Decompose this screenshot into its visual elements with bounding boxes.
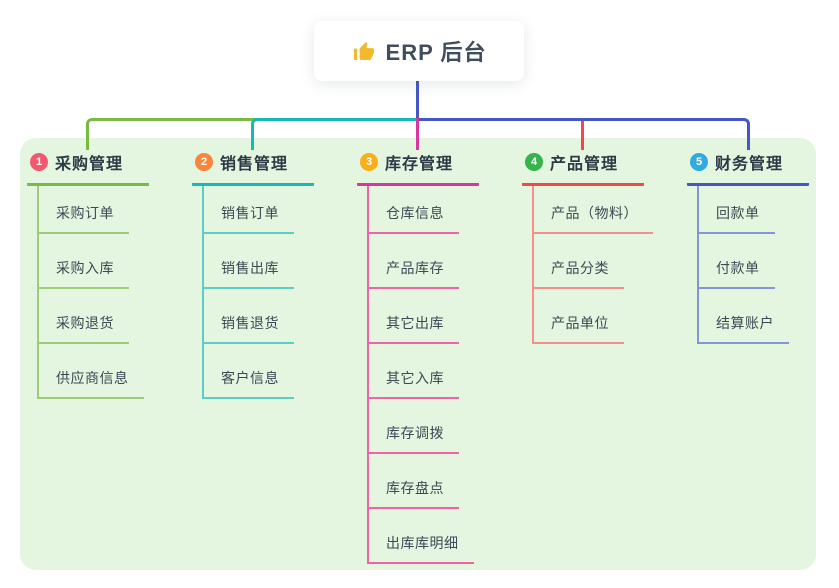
thumbs-up-icon	[352, 39, 376, 63]
tree-row: 库存调拨	[369, 399, 474, 454]
branch-4-title: 产品管理	[550, 156, 619, 173]
root-title: ERP 后台	[385, 40, 487, 65]
branch-4-children: 产品（物料） 产品分类 产品单位	[532, 186, 653, 344]
tree-row: 客户信息	[204, 344, 294, 399]
connector-branch-4	[581, 121, 584, 150]
root-connector	[416, 81, 419, 119]
node-other-inbound[interactable]: 其它入库	[369, 368, 459, 399]
branch-1-header[interactable]: 1 采购管理	[27, 146, 150, 186]
branch-1-title: 采购管理	[55, 156, 124, 173]
node-warehouse-info[interactable]: 仓库信息	[369, 203, 459, 234]
branch-5-title: 财务管理	[715, 156, 784, 173]
branches-background-panel	[20, 138, 816, 570]
node-customer-info[interactable]: 客户信息	[204, 368, 294, 399]
branch-sales: 2 销售管理 销售订单 销售出库 销售退货 客户信息	[192, 146, 362, 399]
tree-row: 仓库信息	[369, 186, 474, 234]
node-product-stock[interactable]: 产品库存	[369, 258, 459, 289]
branch-3-children: 仓库信息 产品库存 其它出库 其它入库 库存调拨 库存盘点 出库库明细	[367, 186, 474, 564]
tree-row: 供应商信息	[39, 344, 144, 399]
node-product-unit[interactable]: 产品单位	[534, 313, 624, 344]
tree-row: 产品分类	[534, 234, 653, 289]
tree-row: 出库库明细	[369, 509, 474, 564]
branch-3-number-badge: 3	[360, 153, 378, 171]
branch-4-number-badge: 4	[525, 153, 543, 171]
node-receipt-doc[interactable]: 回款单	[699, 203, 775, 234]
node-purchase-order[interactable]: 采购订单	[39, 203, 129, 234]
tree-row: 其它入库	[369, 344, 474, 399]
tree-row: 其它出库	[369, 289, 474, 344]
branch-2-children: 销售订单 销售出库 销售退货 客户信息	[202, 186, 294, 399]
tree-row: 产品单位	[534, 289, 653, 344]
tree-row: 销售退货	[204, 289, 294, 344]
branch-2-header[interactable]: 2 销售管理	[192, 146, 315, 186]
branch-5-children: 回款单 付款单 结算账户	[697, 186, 789, 344]
tree-row: 结算账户	[699, 289, 789, 344]
node-settlement-account[interactable]: 结算账户	[699, 313, 789, 344]
connector-branch-3	[416, 118, 419, 150]
node-other-outbound[interactable]: 其它出库	[369, 313, 459, 344]
connector-branch-2	[251, 118, 419, 150]
tree-row: 销售出库	[204, 234, 294, 289]
tree-row: 采购入库	[39, 234, 144, 289]
node-sales-return[interactable]: 销售退货	[204, 313, 294, 344]
branch-inventory: 3 库存管理 仓库信息 产品库存 其它出库 其它入库 库存调拨 库存盘点 出库库…	[357, 146, 527, 564]
tree-row: 库存盘点	[369, 454, 474, 509]
node-payment-doc[interactable]: 付款单	[699, 258, 775, 289]
tree-row: 采购订单	[39, 186, 144, 234]
branch-2-number-badge: 2	[195, 153, 213, 171]
tree-row: 销售订单	[204, 186, 294, 234]
branch-1-children: 采购订单 采购入库 采购退货 供应商信息	[37, 186, 144, 399]
node-purchase-return[interactable]: 采购退货	[39, 313, 129, 344]
branch-finance: 5 财务管理 回款单 付款单 结算账户	[687, 146, 839, 344]
node-product-material[interactable]: 产品（物料）	[534, 203, 653, 234]
root-node[interactable]: ERP 后台	[314, 21, 524, 81]
node-product-category[interactable]: 产品分类	[534, 258, 624, 289]
node-sales-order[interactable]: 销售订单	[204, 203, 294, 234]
branch-5-number-badge: 5	[690, 153, 708, 171]
branch-1-number-badge: 1	[30, 153, 48, 171]
node-purchase-inbound[interactable]: 采购入库	[39, 258, 129, 289]
branch-3-title: 库存管理	[385, 156, 454, 173]
branch-purchase: 1 采购管理 采购订单 采购入库 采购退货 供应商信息	[27, 146, 197, 399]
tree-row: 产品（物料）	[534, 186, 653, 234]
node-outbound-detail[interactable]: 出库库明细	[369, 533, 474, 564]
branch-product: 4 产品管理 产品（物料） 产品分类 产品单位	[522, 146, 692, 344]
branch-4-header[interactable]: 4 产品管理	[522, 146, 645, 186]
branch-5-header[interactable]: 5 财务管理	[687, 146, 810, 186]
tree-row: 采购退货	[39, 289, 144, 344]
node-supplier-info[interactable]: 供应商信息	[39, 368, 144, 399]
branch-2-title: 销售管理	[220, 156, 289, 173]
branch-3-header[interactable]: 3 库存管理	[357, 146, 480, 186]
tree-row: 回款单	[699, 186, 789, 234]
connector-branch-5	[417, 118, 750, 150]
tree-row: 付款单	[699, 234, 789, 289]
tree-row: 产品库存	[369, 234, 474, 289]
node-stock-taking[interactable]: 库存盘点	[369, 478, 459, 509]
node-sales-outbound[interactable]: 销售出库	[204, 258, 294, 289]
node-stock-transfer[interactable]: 库存调拨	[369, 423, 459, 454]
